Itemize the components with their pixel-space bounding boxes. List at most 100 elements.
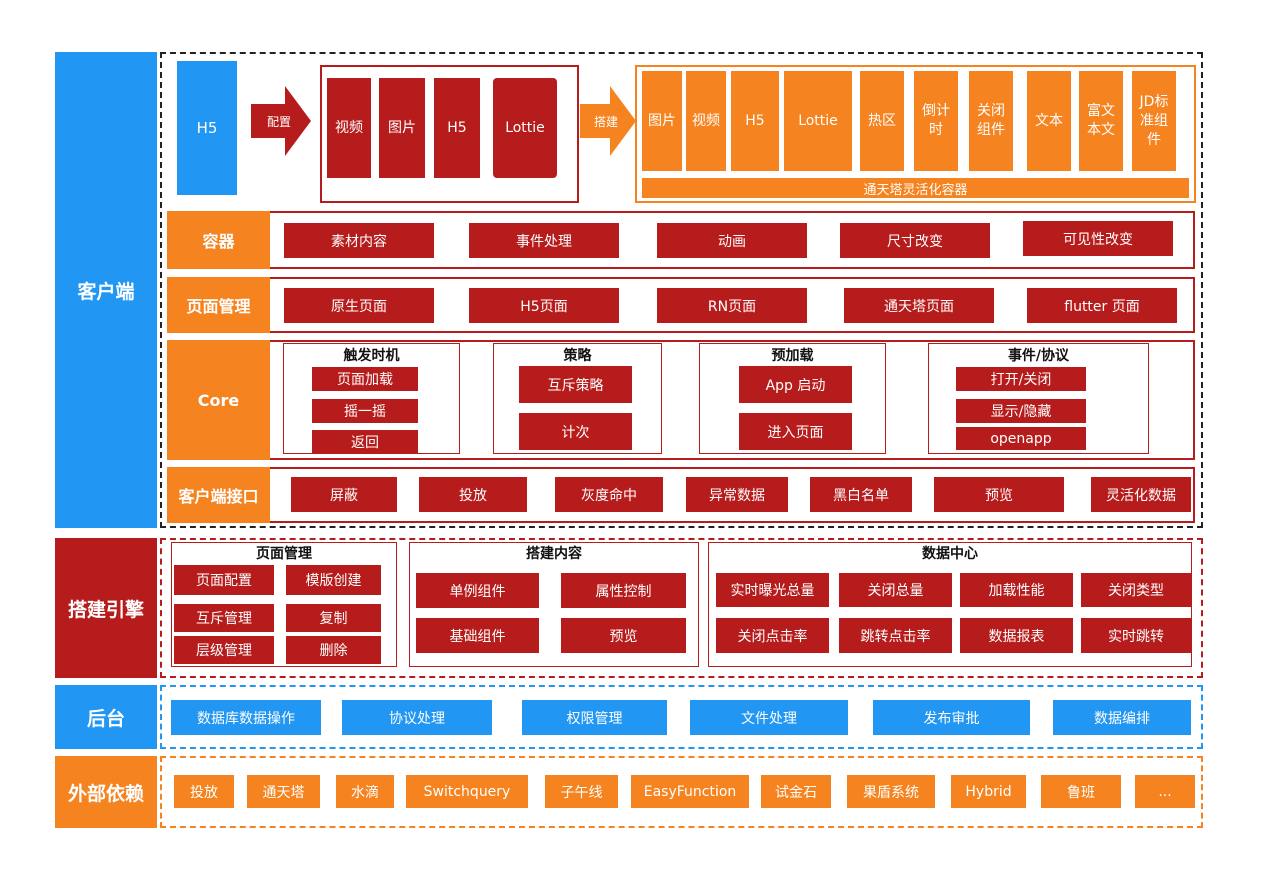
container-item-richtext: 富文本文 [1079, 71, 1123, 171]
api-preview: 预览 [934, 477, 1064, 512]
ext-deliver: 投放 [174, 775, 234, 808]
container-resize: 尺寸改变 [840, 223, 990, 258]
container-item-h5: H5 [731, 71, 779, 171]
trigger-page-load: 页面加载 [312, 367, 418, 391]
config-arrow-label: 配置 [266, 114, 291, 129]
engine-layer-text: 搭建引擎 [67, 598, 144, 621]
api-deliver: 投放 [419, 477, 527, 512]
engine-delete: 删除 [286, 636, 381, 664]
config-group [320, 65, 579, 203]
event-open-close: 打开/关闭 [956, 367, 1086, 391]
backend-permission: 权限管理 [522, 700, 667, 735]
config-arrow-icon [251, 86, 311, 156]
event-show-hide: 显示/隐藏 [956, 399, 1086, 423]
engine-mutex-mgmt: 互斥管理 [174, 604, 274, 632]
engine-layer-label: 搭建引擎 [55, 538, 157, 678]
api-abnormal-data: 异常数据 [686, 477, 788, 512]
page-rn: RN页面 [657, 288, 807, 323]
build-basic-component: 基础组件 [416, 618, 539, 653]
engine-frame [160, 538, 1203, 678]
build-property-control: 属性控制 [561, 573, 686, 608]
engine-data-center-title: 数据中心 [922, 546, 978, 562]
page-native: 原生页面 [284, 288, 434, 323]
data-report: 数据报表 [960, 618, 1073, 653]
tongtianta-container-group [635, 65, 1196, 203]
container-animation: 动画 [657, 223, 807, 258]
container-material: 素材内容 [284, 223, 434, 258]
ext-shijinshi: 试金石 [761, 775, 831, 808]
backend-data-orchestration: 数据编排 [1053, 700, 1191, 735]
ext-switchquery: Switchquery [406, 775, 528, 808]
container-item-lottie: Lottie [784, 71, 852, 171]
engine-template-create: 模版创建 [286, 565, 381, 595]
container-item-hotzone: 热区 [860, 71, 904, 171]
page-tongtianta: 通天塔页面 [844, 288, 994, 323]
event-openapp: openapp [956, 427, 1086, 450]
config-item-video: 视频 [327, 78, 371, 178]
row-container-label: 容器 [167, 211, 270, 269]
data-close-type: 关闭类型 [1081, 573, 1191, 607]
container-visibility: 可见性改变 [1023, 221, 1173, 256]
page-flutter: flutter 页面 [1027, 288, 1177, 323]
core-event-title: 事件/协议 [1007, 348, 1070, 364]
strategy-mutex: 互斥策略 [519, 366, 632, 403]
data-close-ctr: 关闭点击率 [716, 618, 829, 653]
backend-layer-text: 后台 [86, 707, 125, 730]
api-flexible-data: 灵活化数据 [1091, 477, 1191, 512]
strategy-count: 计次 [519, 413, 632, 450]
backend-frame [160, 685, 1203, 749]
api-blacklist: 黑白名单 [810, 477, 912, 512]
ext-tongtianta: 通天塔 [247, 775, 320, 808]
backend-publish-approval: 发布审批 [873, 700, 1030, 735]
row-client-api-label: 客户端接口 [167, 467, 270, 523]
external-frame [160, 756, 1203, 828]
backend-layer-label: 后台 [55, 685, 157, 749]
backend-file: 文件处理 [690, 700, 848, 735]
ext-luban: 鲁班 [1041, 775, 1121, 808]
data-close-total: 关闭总量 [839, 573, 952, 607]
build-arrow-icon [580, 86, 636, 156]
ext-easyfunction: EasyFunction [631, 775, 749, 808]
ext-guodun: 果盾系统 [847, 775, 935, 808]
ext-hybrid: Hybrid [951, 775, 1026, 808]
config-item-lottie: Lottie [493, 78, 557, 178]
engine-page-mgmt-title: 页面管理 [256, 546, 312, 562]
container-item-close-component: 关闭组件 [969, 71, 1013, 171]
ext-more: ... [1135, 775, 1195, 808]
build-preview: 预览 [561, 618, 686, 653]
core-trigger-title: 触发时机 [343, 348, 400, 364]
data-load-performance: 加载性能 [960, 573, 1073, 607]
container-item-jd-standard: JD标准组件 [1132, 71, 1176, 171]
config-item-image: 图片 [379, 78, 425, 178]
ext-ziwuxian: 子午线 [545, 775, 618, 808]
h5-source-box: H5 [177, 61, 237, 195]
api-grayscale: 灰度命中 [555, 477, 663, 512]
trigger-shake: 摇一摇 [312, 399, 418, 423]
engine-build-content-title: 搭建内容 [526, 546, 582, 562]
container-caption: 通天塔灵活化容器 [642, 178, 1189, 198]
trigger-back: 返回 [312, 430, 418, 453]
client-layer-label: 客户端 [55, 52, 157, 528]
container-item-image: 图片 [642, 71, 682, 171]
engine-page-config: 页面配置 [174, 565, 274, 595]
core-strategy-title: 策略 [563, 348, 592, 364]
ext-shuidi: 水滴 [336, 775, 394, 808]
row-core-label: Core [167, 340, 270, 460]
page-h5: H5页面 [469, 288, 619, 323]
container-event-handling: 事件处理 [469, 223, 619, 258]
external-layer-text: 外部依赖 [67, 782, 144, 805]
preload-app-start: App 启动 [739, 366, 852, 403]
api-block: 屏蔽 [291, 477, 397, 512]
core-preload-title: 预加载 [771, 348, 814, 364]
data-realtime-exposure: 实时曝光总量 [716, 573, 829, 607]
h5-source-text: H5 [196, 119, 218, 137]
data-jump-ctr: 跳转点击率 [839, 618, 952, 653]
container-item-video: 视频 [686, 71, 726, 171]
data-realtime-jump: 实时跳转 [1081, 618, 1191, 653]
engine-copy: 复制 [286, 604, 381, 632]
config-item-h5: H5 [434, 78, 480, 178]
build-singleton-component: 单例组件 [416, 573, 539, 608]
preload-enter-page: 进入页面 [739, 413, 852, 450]
container-item-text: 文本 [1027, 71, 1071, 171]
engine-layer-mgmt: 层级管理 [174, 636, 274, 664]
